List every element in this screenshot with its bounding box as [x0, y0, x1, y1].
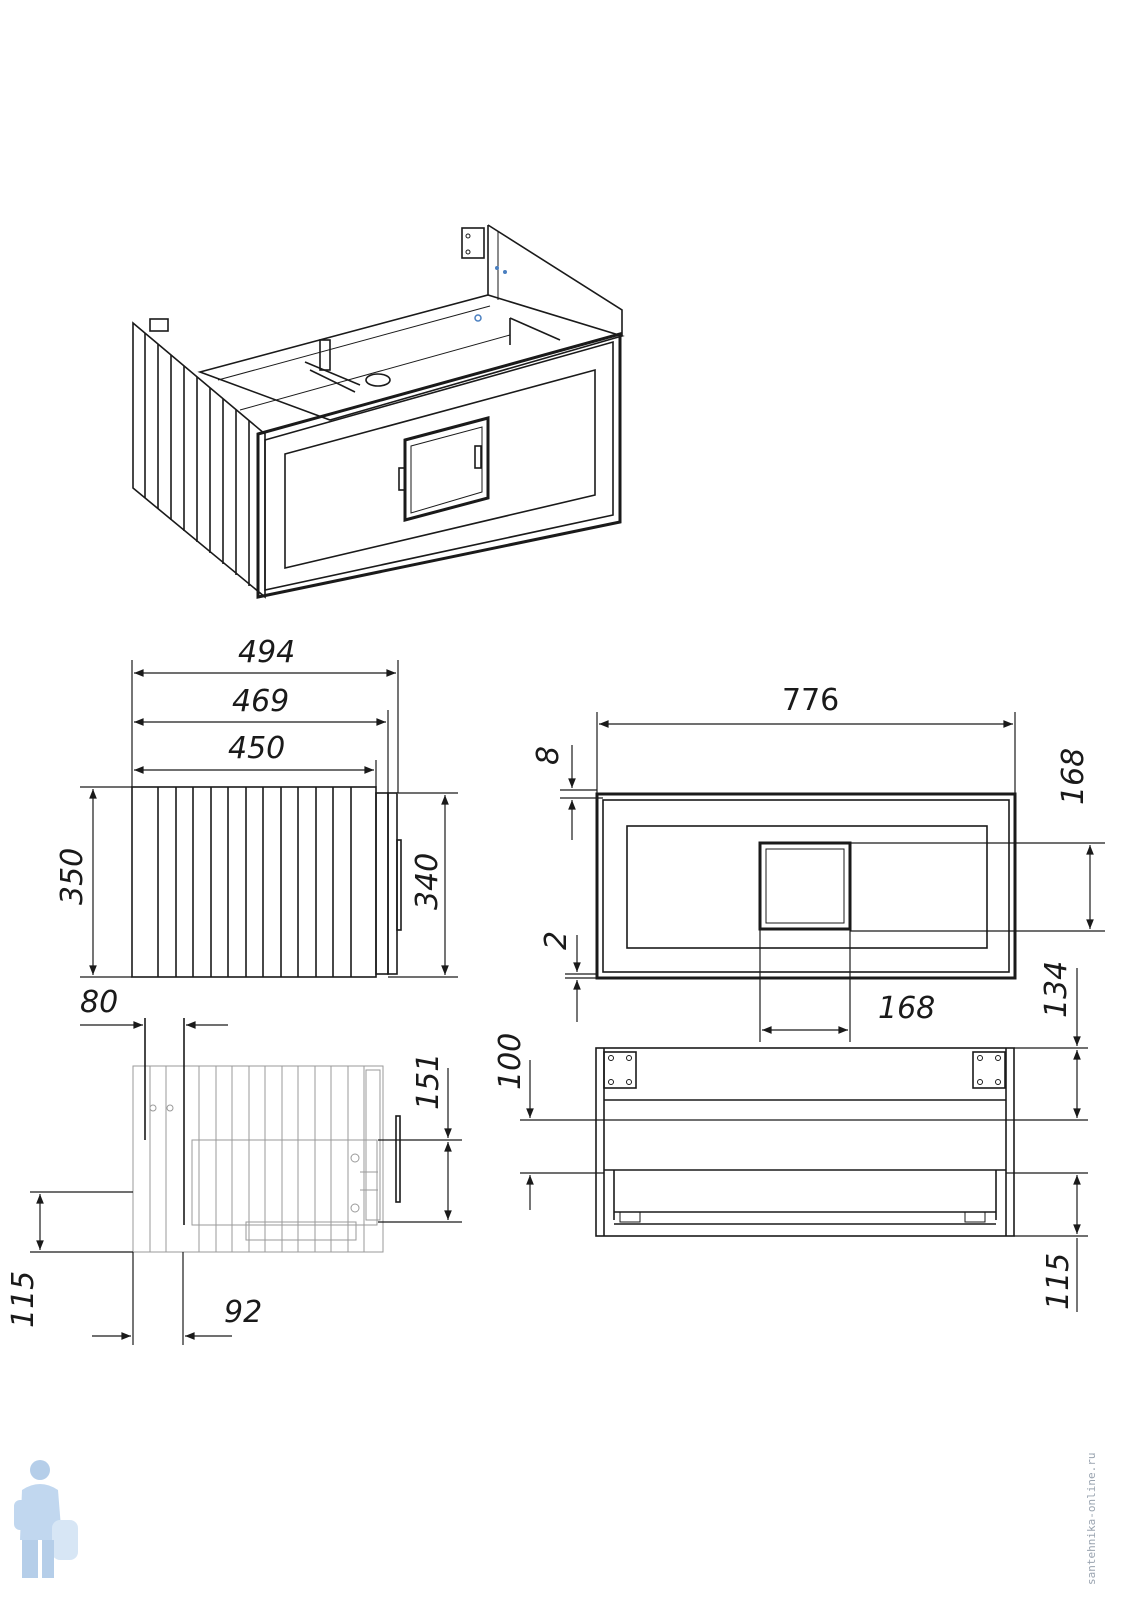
front-window: [758, 841, 852, 931]
bracket-left: [603, 1051, 637, 1089]
drawer-front: [256, 332, 622, 599]
dim-168-vertical: 168: [1056, 748, 1091, 805]
front-view: 776 8 2 168 168: [531, 683, 1105, 1042]
section-view: 80 151 115 92: [6, 985, 462, 1345]
dim-151: 151: [411, 1053, 446, 1110]
section-ribs: [149, 1066, 365, 1252]
dim-450: 450: [228, 731, 285, 766]
top-view: 100 134 115: [493, 961, 1088, 1312]
watermark-text: santehnika-online.ru: [1085, 1453, 1098, 1585]
pipe-fixture: [304, 339, 391, 393]
bracket-right: [972, 1051, 1006, 1089]
dim-350: 350: [55, 848, 90, 905]
dim-494: 494: [238, 635, 295, 670]
front-drawer-outline: [595, 792, 1017, 980]
dim-115-right: 115: [1041, 1253, 1076, 1310]
dim-134: 134: [1039, 961, 1074, 1018]
dim-2: 2: [539, 931, 574, 950]
dim-469: 469: [232, 684, 289, 719]
dim-340: 340: [410, 853, 445, 910]
side-ribs: [144, 333, 250, 586]
drawer-window: [403, 416, 490, 522]
dim-115-left: 115: [6, 1271, 41, 1328]
plumber-logo: [14, 1460, 78, 1578]
isometric-view: [132, 224, 625, 599]
dim-80: 80: [80, 985, 118, 1020]
dim-168-horizontal: 168: [878, 991, 935, 1026]
dim-776: 776: [782, 683, 839, 718]
dim-100: 100: [493, 1033, 528, 1090]
dim-92: 92: [224, 1295, 262, 1330]
side-view: 494 469 450 350 340: [55, 635, 458, 978]
side-view-ribs: [157, 787, 352, 977]
dim-8: 8: [531, 746, 566, 765]
